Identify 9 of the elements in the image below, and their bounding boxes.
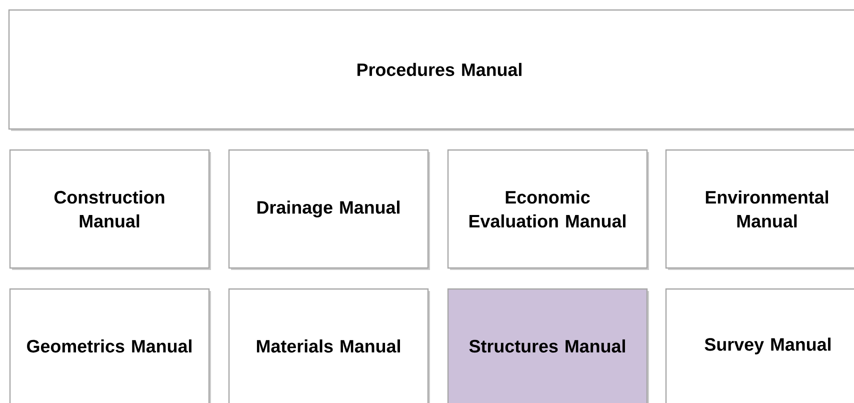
header-box: Procedures Manual — [8, 9, 854, 131]
manual-box: Construction Manual — [9, 149, 211, 270]
manual-box: Economic Evaluation Manual — [447, 149, 649, 270]
manual-box: Environmental Manual — [665, 149, 854, 270]
manual-box: Drainage Manual — [228, 149, 430, 270]
manual-box: Materials Manual — [228, 288, 430, 403]
manual-box: Survey Manual — [665, 288, 854, 403]
manual-box: Geometrics Manual — [9, 288, 211, 403]
manual-box: Structures Manual — [447, 288, 649, 403]
